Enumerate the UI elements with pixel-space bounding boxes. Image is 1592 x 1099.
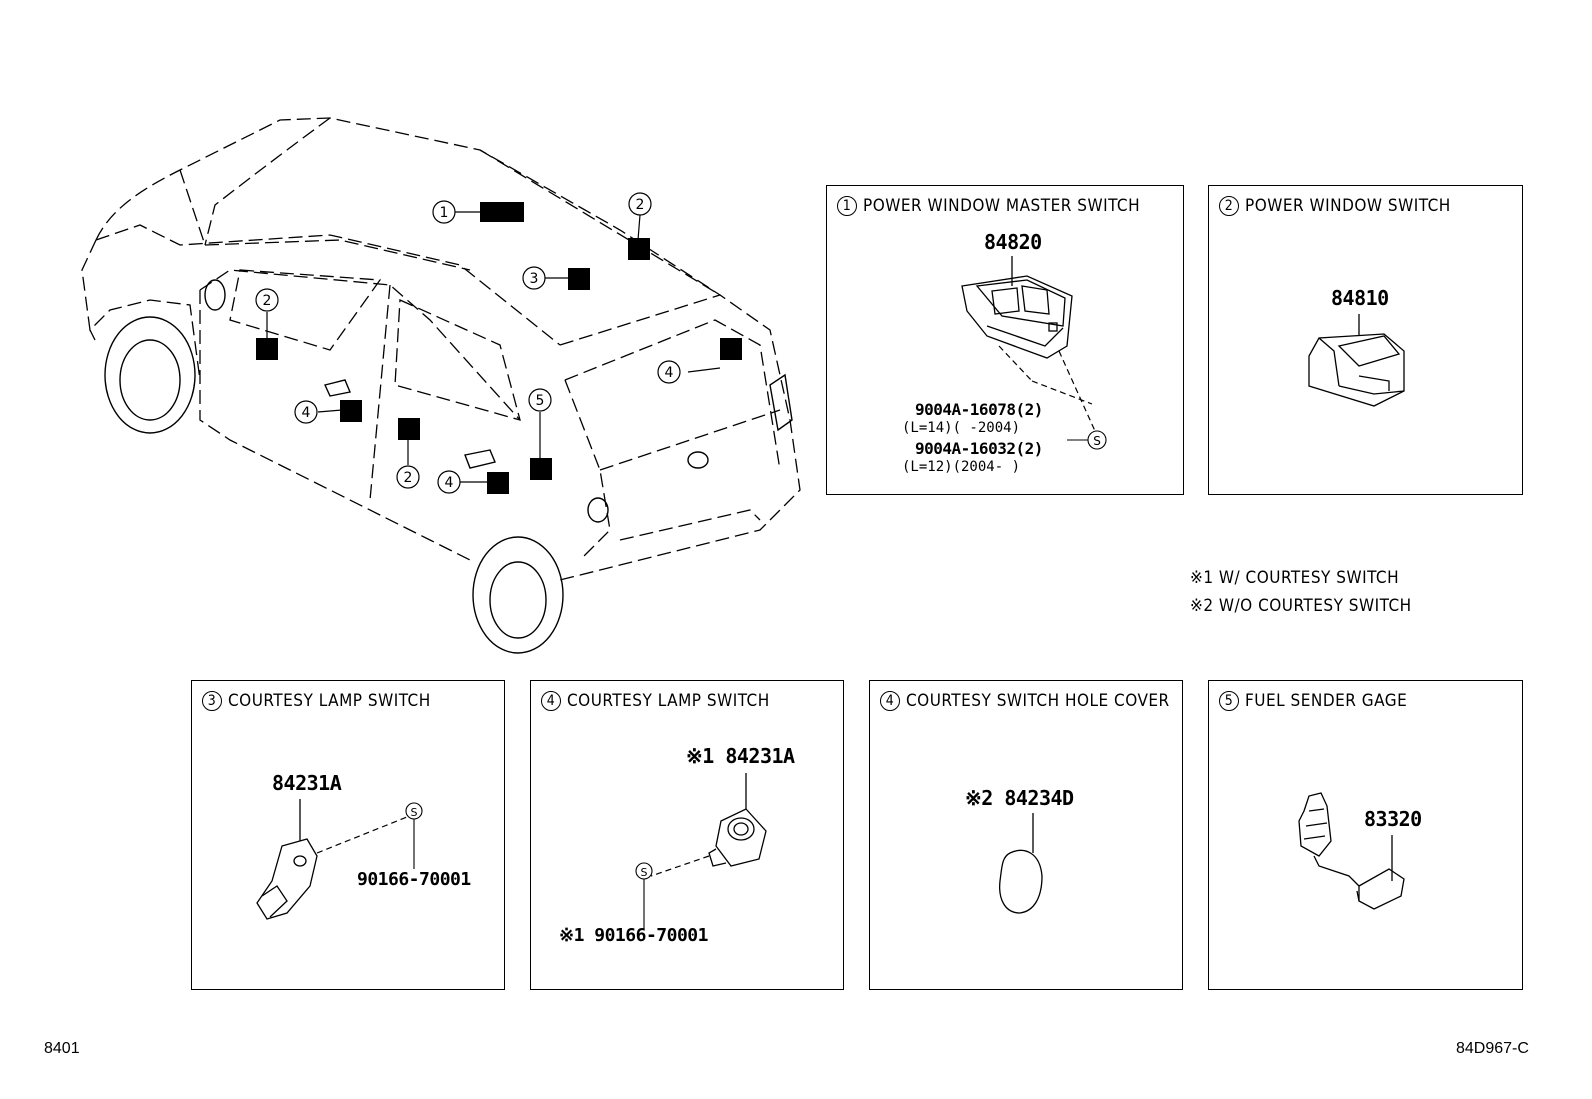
panel-title-text: FUEL SENDER GAGE: [1245, 691, 1408, 711]
bolt-number-2: 9004A-16032(2): [915, 439, 1043, 458]
circled-number: 1: [837, 196, 857, 216]
page-code-left: 8401: [44, 1040, 80, 1057]
svg-text:S: S: [411, 806, 418, 819]
callout-5: 5: [536, 393, 545, 409]
panel-courtesy-switch-hole-cover: 4 COURTESY SWITCH HOLE COVER ※2 84234D: [869, 680, 1183, 990]
note-2: ※2 W/O COURTESY SWITCH: [1190, 596, 1412, 616]
panel-power-window-switch: 2 POWER WINDOW SWITCH 84810: [1208, 185, 1523, 495]
panel-title-text: COURTESY SWITCH HOLE COVER: [906, 691, 1170, 711]
callout-4-back-door: 4: [665, 365, 674, 381]
circled-number: 2: [1219, 196, 1239, 216]
panel-fuel-sender-gage: 5 FUEL SENDER GAGE 83320: [1208, 680, 1523, 990]
panel-title-text: COURTESY LAMP SWITCH: [228, 691, 431, 711]
lamp-switch-illustration: S: [256, 799, 423, 920]
page-code-right: 84D967-C: [1456, 1040, 1529, 1057]
svg-text:S: S: [1093, 434, 1101, 448]
part-number: 84810: [1331, 286, 1389, 310]
callout-2-rear-door: 2: [404, 470, 413, 486]
circled-number: 4: [541, 691, 561, 711]
panel-title: 4 COURTESY SWITCH HOLE COVER: [880, 691, 1170, 711]
callout-4-rear-door: 4: [445, 475, 454, 491]
part-number: 84231A: [272, 771, 342, 795]
circled-number: 3: [202, 691, 222, 711]
callout-1: 1: [440, 205, 449, 221]
panel-title: 4 COURTESY LAMP SWITCH: [541, 691, 770, 711]
car-overview-drawing: 1 2 3 2 4 2 4 4 5: [81, 117, 801, 654]
callout-2-front-door: 2: [263, 293, 272, 309]
circled-number: 4: [880, 691, 900, 711]
bolt-2-spec: (L=12)(2004- ): [902, 459, 1021, 475]
note-1: ※1 W/ COURTESY SWITCH: [1190, 568, 1400, 588]
master-switch-illustration: S: [961, 256, 1107, 450]
callout-3: 3: [530, 271, 539, 287]
hole-cover-illustration: [999, 813, 1043, 914]
panel-title-text: POWER WINDOW MASTER SWITCH: [863, 196, 1141, 216]
lamp-switch-illustration: S: [635, 773, 767, 929]
bolt-number: ※1 90166-70001: [559, 925, 708, 946]
callout-4-front-door: 4: [302, 405, 311, 421]
part-number: ※1 84231A: [686, 744, 795, 768]
bolt-number: 90166-70001: [357, 869, 471, 890]
callout-2-roof: 2: [636, 197, 645, 213]
fuel-sender-illustration: [1298, 792, 1405, 910]
bolt-number-1: 9004A-16078(2): [915, 400, 1043, 419]
panel-courtesy-lamp-switch-3: 3 COURTESY LAMP SWITCH 84231A S 90166-70…: [191, 680, 505, 990]
panel-title: 1 POWER WINDOW MASTER SWITCH: [837, 196, 1140, 216]
bolt-1-spec: (L=14)( -2004): [902, 420, 1021, 436]
panel-title: 5 FUEL SENDER GAGE: [1219, 691, 1407, 711]
svg-text:S: S: [641, 866, 648, 879]
part-number: ※2 84234D: [965, 786, 1074, 810]
part-number: 84820: [984, 230, 1042, 254]
panel-title-text: COURTESY LAMP SWITCH: [567, 691, 770, 711]
part-number: 83320: [1364, 807, 1422, 831]
panel-title: 3 COURTESY LAMP SWITCH: [202, 691, 431, 711]
panel-title-text: POWER WINDOW SWITCH: [1245, 196, 1451, 216]
circled-number: 5: [1219, 691, 1239, 711]
panel-title: 2 POWER WINDOW SWITCH: [1219, 196, 1451, 216]
panel-courtesy-lamp-switch-4: 4 COURTESY LAMP SWITCH ※1 84231A S ※1 90…: [530, 680, 844, 990]
window-switch-illustration: [1308, 314, 1405, 407]
panel-power-window-master-switch: 1 POWER WINDOW MASTER SWITCH 84820 S 900…: [826, 185, 1184, 495]
